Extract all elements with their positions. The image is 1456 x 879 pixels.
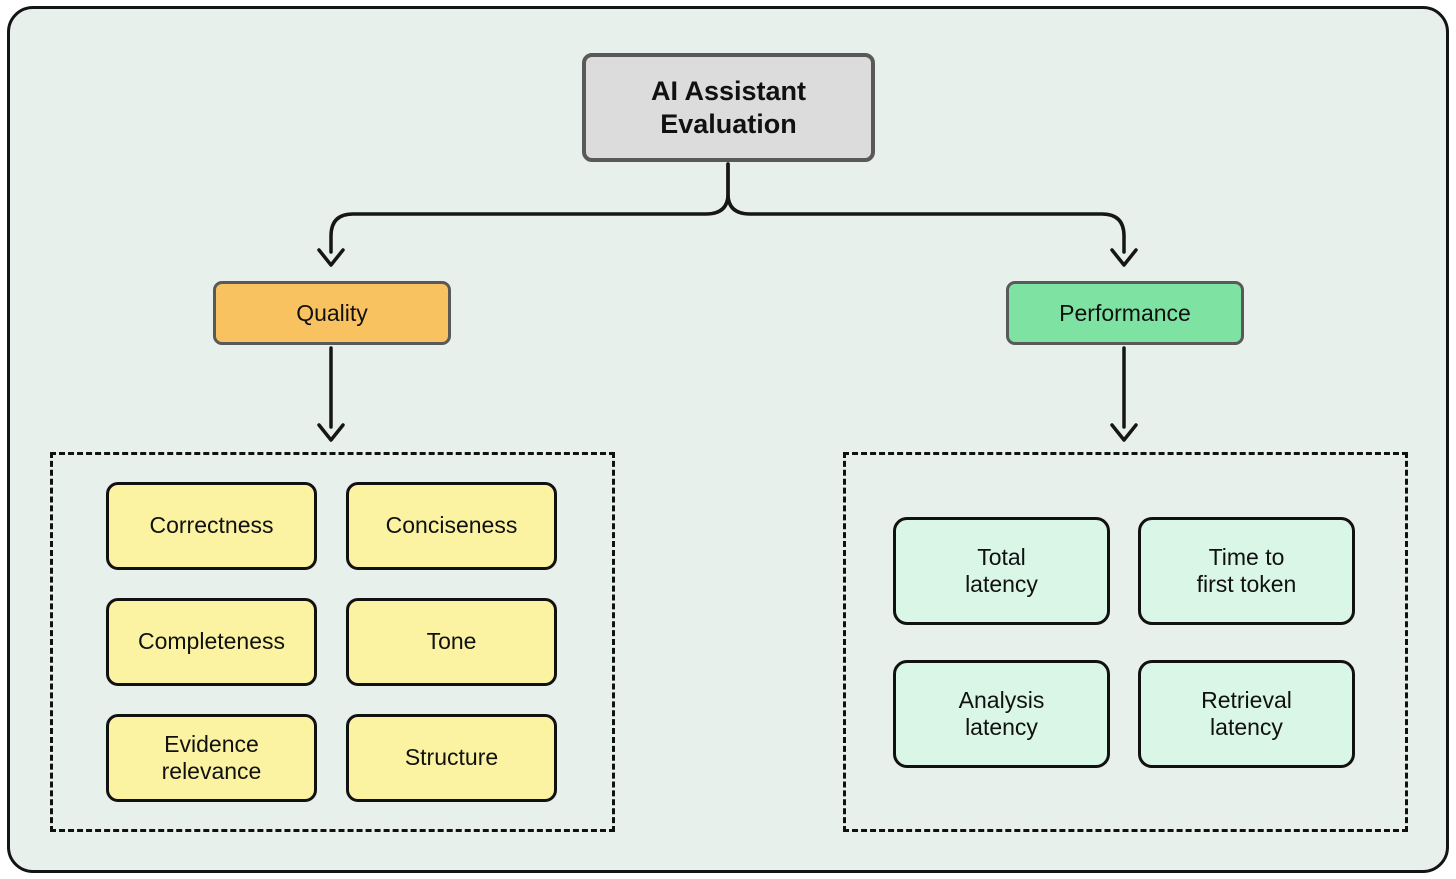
node-retrieval-latency: Retrieval latency <box>1138 660 1355 768</box>
node-analysis-latency: Analysis latency <box>893 660 1110 768</box>
quality-metrics-group: Correctness Conciseness Completeness Ton… <box>50 452 615 832</box>
node-total-latency: Total latency <box>893 517 1110 625</box>
branch-node-performance: Performance <box>1006 281 1244 345</box>
node-tone: Tone <box>346 598 557 686</box>
node-structure: Structure <box>346 714 557 802</box>
node-evidence-relevance: Evidence relevance <box>106 714 317 802</box>
branch-node-quality: Quality <box>213 281 451 345</box>
node-time-to-first-token: Time to first token <box>1138 517 1355 625</box>
node-correctness: Correctness <box>106 482 317 570</box>
performance-metrics-group: Total latency Time to first token Analys… <box>843 452 1408 832</box>
root-node-ai-assistant-evaluation: AI Assistant Evaluation <box>582 53 875 162</box>
node-completeness: Completeness <box>106 598 317 686</box>
node-conciseness: Conciseness <box>346 482 557 570</box>
